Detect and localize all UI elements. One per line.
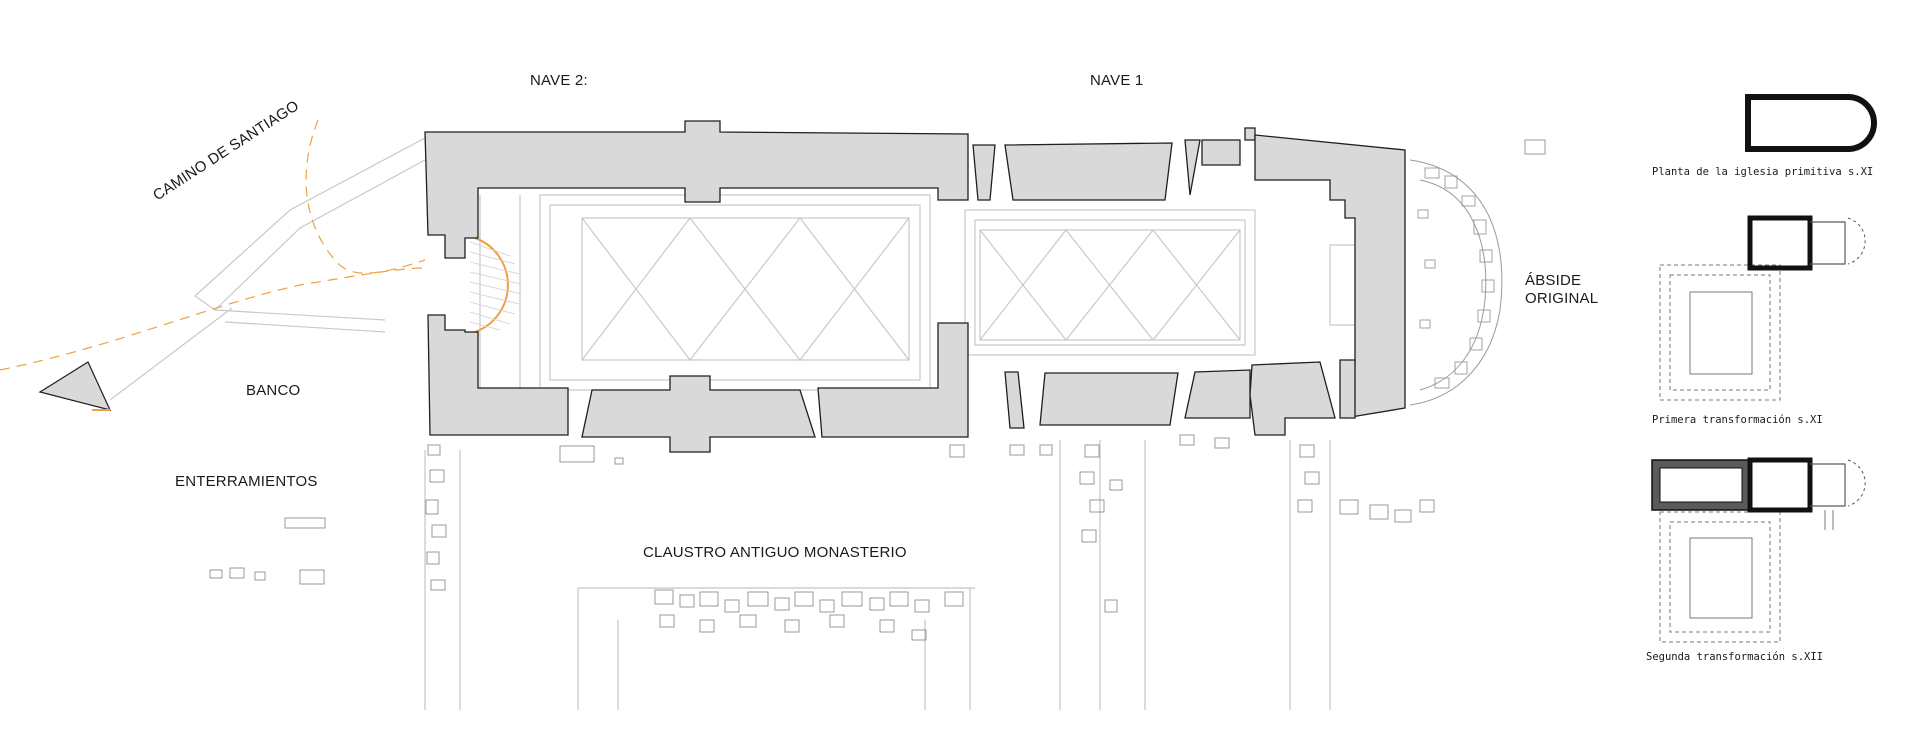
label-nave-1: NAVE 1 <box>1090 72 1144 89</box>
apse-outline <box>1409 159 1503 406</box>
label-enterramientos: ENTERRAMIENTOS <box>175 473 318 490</box>
plan-first-transformation <box>1659 215 1866 401</box>
stair-semicircle <box>469 237 522 333</box>
caption-plan-first: Primera transformación s.XI <box>1652 414 1823 426</box>
label-abside-line2: ORIGINAL <box>1525 290 1599 307</box>
label-banco: BANCO <box>246 382 301 399</box>
plan-second-transformation <box>1651 457 1866 643</box>
camino-road <box>109 137 426 401</box>
label-abside-line1: ÁBSIDE <box>1525 272 1582 289</box>
apse-stones <box>1417 167 1495 389</box>
vault-lines <box>479 194 1366 391</box>
nave1-walls <box>972 127 1406 436</box>
label-nave-2: NAVE 2: <box>530 72 588 89</box>
plan-primitive <box>1745 94 1877 152</box>
route-dashed-line <box>0 119 426 371</box>
nave2-walls <box>424 120 969 453</box>
cloister-lines <box>424 440 1331 710</box>
triangle-marker <box>38 361 112 411</box>
cloister-stones <box>209 139 1546 641</box>
caption-plan-second: Segunda transformación s.XII <box>1646 651 1824 663</box>
label-claustro: CLAUSTRO ANTIGUO MONASTERIO <box>643 544 907 561</box>
caption-plan-primitive: Planta de la iglesia primitiva s.XI <box>1652 166 1874 178</box>
